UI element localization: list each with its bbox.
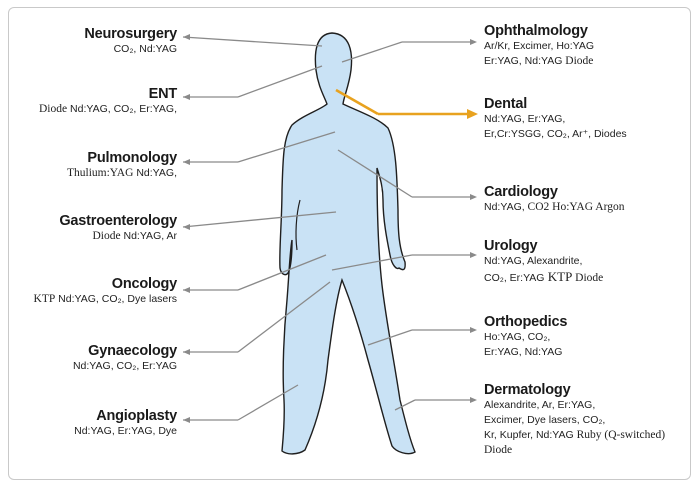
neurosurgery-title: Neurosurgery (84, 26, 177, 42)
cardiology-hoyag-argon: Ho:YAG Argon (549, 201, 624, 213)
gynaecology-label: Gynaecology Nd:YAG, CO₂, Er:YAG (73, 343, 177, 374)
ent-label: ENT Diode Nd:YAG, CO₂, Er:YAG, (39, 86, 177, 117)
urology-lasers-2: CO₂, Er:YAG (484, 272, 544, 284)
dermatology-label: Dermatology Alexandrite, Ar, Er:YAG, Exc… (484, 382, 665, 458)
ophthalmology-lasers-1: Ar/Kr, Excimer, Ho:YAG (484, 39, 594, 54)
angioplasty-title: Angioplasty (74, 408, 177, 424)
gastroenterology-title: Gastroenterology (59, 213, 177, 229)
angioplasty-lasers: Nd:YAG, Er:YAG, Dye (74, 424, 177, 439)
angioplasty-label: Angioplasty Nd:YAG, Er:YAG, Dye (74, 408, 177, 439)
dermatology-lasers-2: Excimer, Dye lasers, CO₂, (484, 413, 665, 428)
gastroenterology-lasers: Nd:YAG, Ar (121, 230, 177, 242)
dental-label: Dental Nd:YAG, Er:YAG, Er,Cr:YSGG, CO₂, … (484, 96, 627, 142)
orthopedics-title: Orthopedics (484, 314, 567, 330)
oncology-lasers: Nd:YAG, CO₂, Dye lasers (55, 293, 177, 305)
pulmonology-thulium: Thulium:YAG (67, 167, 133, 179)
ophthalmology-diode: Diode (562, 55, 593, 67)
dermatology-lasers-3: Kr, Kupfer, Nd:YAG (484, 429, 574, 441)
cardiology-label: Cardiology Nd:YAG, CO2 Ho:YAG Argon (484, 184, 624, 215)
ent-diode: Diode (39, 103, 67, 115)
pulmonology-lasers: Nd:YAG, (133, 167, 177, 179)
gynaecology-lasers: Nd:YAG, CO₂, Er:YAG (73, 359, 177, 374)
dermatology-diode: Diode (484, 444, 512, 456)
dental-title: Dental (484, 96, 627, 112)
pulmonology-label: Pulmonology Thulium:YAG Nd:YAG, (67, 150, 177, 181)
ophthalmology-lasers-2: Er:YAG, Nd:YAG (484, 55, 562, 67)
urology-lasers-1: Nd:YAG, Alexandrite, (484, 254, 603, 269)
orthopedics-label: Orthopedics Ho:YAG, CO₂, Er:YAG, Nd:YAG (484, 314, 567, 360)
gastroenterology-label: Gastroenterology Diode Nd:YAG, Ar (59, 213, 177, 244)
oncology-ktp: KTP (34, 293, 56, 305)
urology-title: Urology (484, 238, 603, 254)
neurosurgery-label: Neurosurgery CO₂, Nd:YAG (84, 26, 177, 57)
urology-ktp: KTP (544, 269, 572, 284)
gastroenterology-diode: Diode (92, 230, 120, 242)
dental-lasers-1: Nd:YAG, Er:YAG, (484, 112, 627, 127)
dermatology-lasers-1: Alexandrite, Ar, Er:YAG, (484, 398, 665, 413)
dermatology-ruby: Ruby (Q-switched) (574, 429, 665, 441)
oncology-label: Oncology KTP Nd:YAG, CO₂, Dye lasers (34, 276, 177, 307)
dental-lasers-2: Er,Cr:YSGG, CO₂, Ar⁺, Diodes (484, 127, 627, 142)
urology-diode: Diode (572, 272, 603, 284)
orthopedics-lasers-1: Ho:YAG, CO₂, (484, 330, 567, 345)
ent-title: ENT (39, 86, 177, 102)
urology-label: Urology Nd:YAG, Alexandrite, CO₂, Er:YAG… (484, 238, 603, 286)
oncology-title: Oncology (34, 276, 177, 292)
cardiology-title: Cardiology (484, 184, 624, 200)
ophthalmology-label: Ophthalmology Ar/Kr, Excimer, Ho:YAG Er:… (484, 23, 594, 69)
cardiology-ndyag: Nd:YAG, (484, 201, 525, 213)
orthopedics-lasers-2: Er:YAG, Nd:YAG (484, 345, 567, 360)
dermatology-title: Dermatology (484, 382, 665, 398)
neurosurgery-lasers: CO₂, Nd:YAG (84, 42, 177, 57)
ent-lasers: Nd:YAG, CO₂, Er:YAG, (67, 103, 177, 115)
cardiology-co2: CO2 (525, 201, 550, 213)
pulmonology-title: Pulmonology (67, 150, 177, 166)
gynaecology-title: Gynaecology (73, 343, 177, 359)
ophthalmology-title: Ophthalmology (484, 23, 594, 39)
